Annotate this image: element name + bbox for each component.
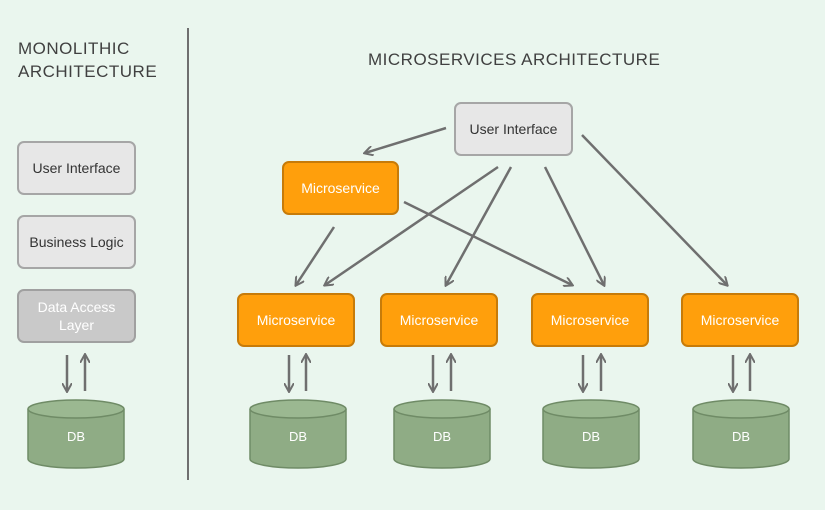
divider <box>187 28 189 480</box>
ms4-db: DB <box>692 399 790 469</box>
ms1-db: DB <box>249 399 347 469</box>
db-cylinder-icon <box>27 399 125 469</box>
arrow-ui-to-ms3 <box>543 166 604 285</box>
microservice-top: Microservice <box>282 161 399 215</box>
arrow-ms-top-to-ms1 <box>296 226 336 285</box>
mono-db: DB <box>27 399 125 469</box>
arrow-ms-top-to-ms3 <box>403 200 572 285</box>
microservice-4: Microservice <box>681 293 799 347</box>
db-cylinder-icon <box>249 399 347 469</box>
db-label: DB <box>432 429 452 444</box>
ms-user-interface: User Interface <box>454 102 573 156</box>
ms2-db: DB <box>393 399 491 469</box>
monolithic-title-line1: MONOLITHIC <box>18 39 130 58</box>
mono-user-interface: User Interface <box>17 141 136 195</box>
microservice-1: Microservice <box>237 293 355 347</box>
db-label: DB <box>66 429 86 444</box>
arrow-ui-to-ms2 <box>446 166 513 285</box>
db-cylinder-icon <box>542 399 640 469</box>
microservice-3: Microservice <box>531 293 649 347</box>
arrow-ui-to-ms-top <box>365 126 447 153</box>
db-cylinder-icon <box>692 399 790 469</box>
db-cylinder-icon <box>393 399 491 469</box>
microservices-title: MICROSERVICES ARCHITECTURE <box>368 50 661 69</box>
microservice-2: Microservice <box>380 293 498 347</box>
monolithic-title: MONOLITHIC ARCHITECTURE <box>18 37 157 83</box>
arrow-ui-to-ms4 <box>581 134 727 285</box>
mono-data-access-layer: Data Access Layer <box>17 289 136 343</box>
arrow-ui-to-ms1 <box>325 165 499 285</box>
monolithic-title-line2: ARCHITECTURE <box>18 62 158 81</box>
db-label: DB <box>581 429 601 444</box>
db-label: DB <box>288 429 308 444</box>
ms3-db: DB <box>542 399 640 469</box>
mono-business-logic: Business Logic <box>17 215 136 269</box>
db-label: DB <box>731 429 751 444</box>
